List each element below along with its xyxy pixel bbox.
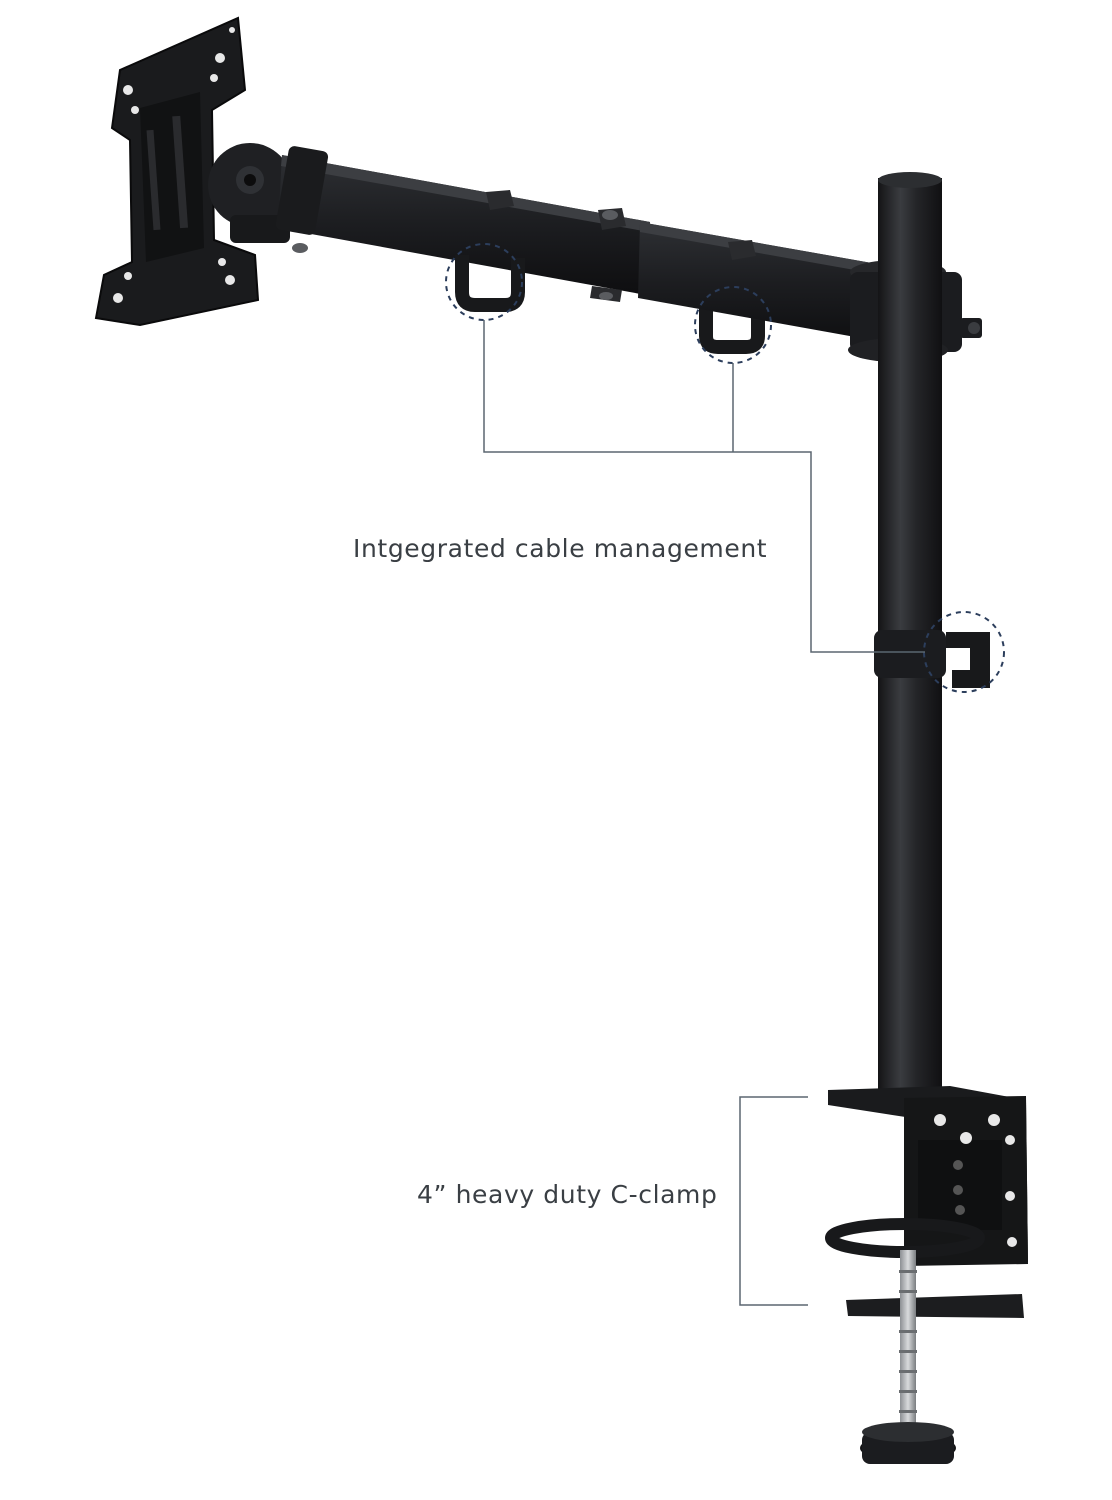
cable-hook-1	[455, 255, 525, 312]
cable-management-callout	[445, 243, 1005, 693]
cable-hook-2	[699, 305, 765, 354]
clamp-screw	[860, 1250, 956, 1464]
c-clamp	[825, 1086, 1028, 1318]
c-clamp-callout	[739, 1096, 808, 1306]
c-clamp-label: 4” heavy duty C-clamp	[417, 1180, 718, 1209]
vesa-plate	[94, 16, 260, 327]
arm-segment-outer	[638, 222, 900, 345]
tilt-joint	[208, 143, 292, 243]
cable-management-label: Intgegrated cable management	[353, 534, 768, 563]
arm-segment-inner	[275, 146, 650, 302]
pole-cable-clip	[874, 630, 990, 688]
